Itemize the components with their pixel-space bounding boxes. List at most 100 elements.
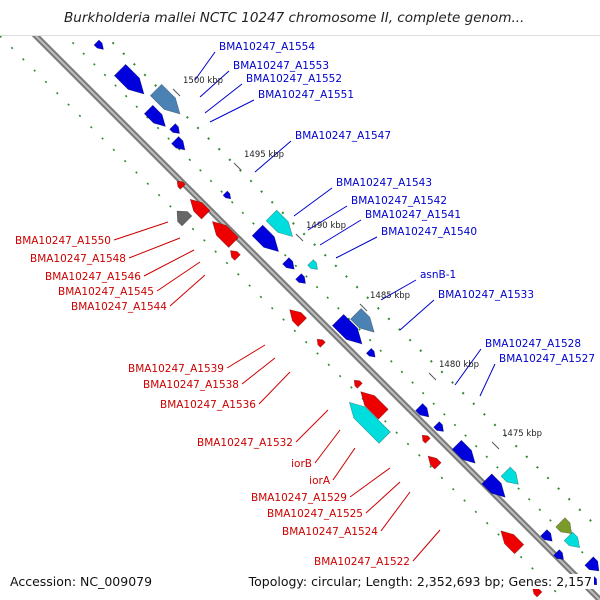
plus-gene-5[interactable] (93, 39, 106, 52)
plus-gene-4-shape[interactable] (169, 123, 183, 137)
minus-gene-1-shape[interactable] (207, 216, 239, 248)
minus-gene-0[interactable] (186, 195, 211, 220)
gene-label-minus-1[interactable]: BMA10247_A1548 (30, 253, 126, 265)
plus-gene-17-shape[interactable] (451, 439, 480, 468)
plus-gene-4[interactable] (169, 123, 183, 137)
plus-gene-13-shape[interactable] (350, 308, 380, 338)
minus-gene-13[interactable] (530, 585, 543, 598)
plus-gene-13[interactable] (350, 308, 380, 338)
gene-label-plus-1[interactable]: BMA10247_A1553 (233, 60, 329, 72)
plus-gene-22[interactable] (563, 531, 584, 552)
plus-gene-18[interactable] (481, 473, 510, 502)
plus-gene-7-shape[interactable] (265, 209, 298, 242)
gene-label-plus-12[interactable]: BMA10247_A1527 (499, 353, 595, 365)
plus-gene-14[interactable] (365, 347, 377, 359)
minus-gene-10-shape[interactable] (420, 433, 431, 444)
gene-label-minus-6[interactable]: BMA10247_A1538 (143, 379, 239, 391)
plus-gene-6-shape[interactable] (251, 224, 284, 257)
minus-gene-2[interactable] (175, 179, 186, 190)
plus-gene-10[interactable] (307, 259, 321, 273)
minus-gene-3[interactable] (172, 206, 193, 227)
gene-label-minus-0[interactable]: BMA10247_A1550 (15, 235, 111, 247)
plus-gene-19-shape[interactable] (500, 466, 523, 489)
plus-gene-18-shape[interactable] (481, 473, 510, 502)
plus-gene-0[interactable] (113, 63, 149, 99)
plus-gene-15[interactable] (415, 403, 433, 421)
plus-gene-21-shape[interactable] (555, 517, 577, 539)
gene-labels[interactable]: BMA10247_A1554BMA10247_A1553BMA10247_A15… (15, 41, 595, 568)
gene-label-plus-0[interactable]: BMA10247_A1554 (219, 41, 315, 53)
plus-gene-3-shape[interactable] (171, 136, 189, 154)
plus-gene-8-shape[interactable] (282, 257, 298, 273)
minus-gene-1[interactable] (207, 216, 239, 248)
plus-gene-20[interactable] (540, 529, 556, 545)
plus-gene-9[interactable] (295, 273, 309, 287)
minus-gene-9-shape[interactable] (344, 397, 391, 444)
plus-gene-8[interactable] (282, 257, 298, 273)
minus-gene-11[interactable] (425, 453, 442, 470)
plus-gene-9-shape[interactable] (295, 273, 309, 287)
plus-gene-3[interactable] (171, 136, 189, 154)
plus-gene-16[interactable] (433, 421, 447, 435)
minus-gene-6[interactable] (315, 337, 326, 348)
gene-label-plus-8[interactable]: BMA10247_A1540 (381, 226, 477, 238)
minus-gene-5[interactable] (285, 305, 308, 328)
plus-gene-14-shape[interactable] (365, 347, 377, 359)
gene-label-minus-12[interactable]: BMA10247_A1525 (267, 508, 363, 520)
gene-label-minus-8[interactable]: BMA10247_A1532 (197, 437, 293, 449)
minus-gene-0-shape[interactable] (186, 195, 211, 220)
gene-label-plus-9[interactable]: asnB-1 (420, 269, 456, 281)
gene-label-plus-11[interactable]: BMA10247_A1528 (485, 338, 581, 350)
plus-gene-0-shape[interactable] (113, 63, 149, 99)
minus-gene-9[interactable] (344, 397, 391, 444)
plus-gene-11[interactable] (222, 190, 233, 201)
plus-gene-19[interactable] (500, 466, 523, 489)
gene-label-minus-13[interactable]: BMA10247_A1524 (282, 526, 378, 538)
gene-label-minus-2[interactable]: BMA10247_A1546 (45, 271, 141, 283)
plus-gene-1-shape[interactable] (149, 83, 185, 119)
gene-label-minus-3[interactable]: BMA10247_A1545 (58, 286, 154, 298)
plus-gene-10-shape[interactable] (307, 259, 321, 273)
plus-gene-23-shape[interactable] (584, 556, 600, 575)
plus-gene-23[interactable] (584, 556, 600, 575)
gene-label-plus-10[interactable]: BMA10247_A1533 (438, 289, 534, 301)
gene-label-plus-4[interactable]: BMA10247_A1547 (295, 130, 391, 142)
gene-label-plus-5[interactable]: BMA10247_A1543 (336, 177, 432, 189)
plus-gene-2[interactable] (143, 104, 169, 130)
gene-label-plus-6[interactable]: BMA10247_A1542 (351, 195, 447, 207)
plus-gene-7[interactable] (265, 209, 298, 242)
plus-gene-21[interactable] (555, 517, 577, 539)
gene-features[interactable] (93, 39, 600, 598)
gene-label-minus-10[interactable]: iorA (309, 475, 331, 487)
gene-label-minus-14[interactable]: BMA10247_A1522 (314, 556, 410, 568)
minus-gene-10[interactable] (420, 433, 431, 444)
plus-gene-12-shape[interactable] (331, 313, 367, 349)
gene-label-plus-2[interactable]: BMA10247_A1552 (246, 73, 342, 85)
minus-gene-13-shape[interactable] (530, 585, 543, 598)
plus-gene-20-shape[interactable] (540, 529, 556, 545)
plus-gene-1[interactable] (149, 83, 185, 119)
plus-gene-2-shape[interactable] (143, 104, 169, 130)
minus-gene-6-shape[interactable] (315, 337, 326, 348)
plus-gene-5-shape[interactable] (93, 39, 106, 52)
plus-gene-22-shape[interactable] (563, 531, 584, 552)
minus-gene-11-shape[interactable] (425, 453, 442, 470)
minus-gene-12-shape[interactable] (496, 526, 525, 555)
plus-gene-12[interactable] (331, 313, 367, 349)
gene-label-plus-7[interactable]: BMA10247_A1541 (365, 209, 461, 221)
minus-gene-4[interactable] (228, 248, 241, 261)
gene-label-minus-7[interactable]: BMA10247_A1536 (160, 399, 256, 411)
gene-label-minus-5[interactable]: BMA10247_A1539 (128, 363, 224, 375)
plus-gene-17[interactable] (451, 439, 480, 468)
plus-gene-15-shape[interactable] (415, 403, 433, 421)
gene-label-minus-4[interactable]: BMA10247_A1544 (71, 301, 167, 313)
minus-gene-7[interactable] (352, 378, 363, 389)
minus-gene-7-shape[interactable] (352, 378, 363, 389)
plus-gene-6[interactable] (251, 224, 284, 257)
minus-gene-2-shape[interactable] (175, 179, 186, 190)
plus-gene-24-shape[interactable] (553, 549, 567, 563)
plus-gene-16-shape[interactable] (433, 421, 447, 435)
gene-label-plus-3[interactable]: BMA10247_A1551 (258, 89, 354, 101)
plus-gene-11-shape[interactable] (222, 190, 233, 201)
